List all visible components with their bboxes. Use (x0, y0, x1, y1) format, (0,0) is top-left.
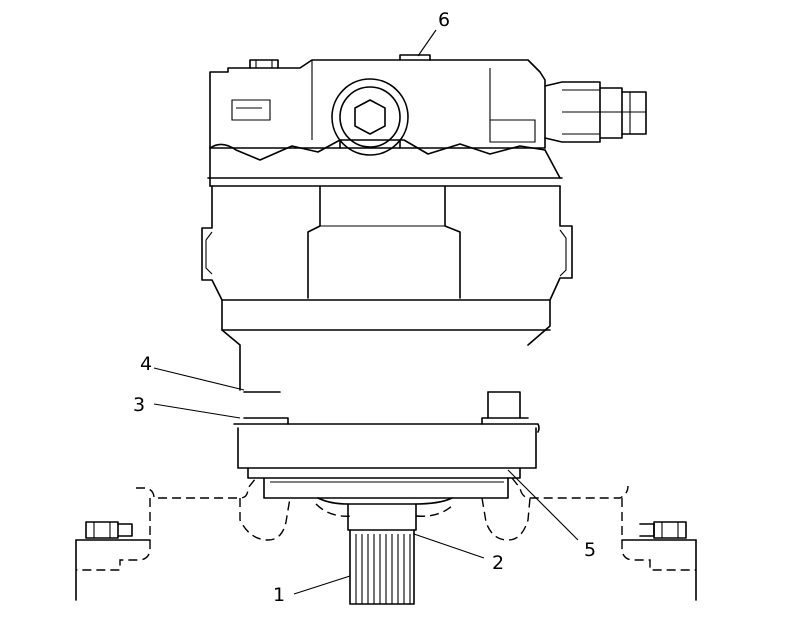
callout-5: 5 (584, 539, 596, 561)
hex-plug (331, 78, 409, 156)
output-shaft (349, 529, 415, 605)
leader-6 (417, 29, 437, 57)
right-mount-bolts (621, 521, 697, 601)
callout-3: 3 (133, 394, 145, 416)
body-flange (207, 147, 563, 187)
leader-4 (153, 367, 245, 391)
valve-block (209, 54, 546, 161)
side-fitting (544, 81, 647, 143)
leader-lines (153, 29, 579, 595)
callout-1: 1 (273, 584, 285, 606)
motor-body (201, 185, 573, 391)
shaft-housing (317, 497, 453, 531)
leader-1 (293, 575, 351, 595)
mounting-frame (76, 477, 696, 571)
leader-5 (507, 469, 579, 541)
lower-neck (233, 391, 540, 499)
leader-3 (153, 403, 241, 419)
leader-2 (413, 533, 485, 559)
callout-6: 6 (438, 9, 450, 31)
callout-4: 4 (140, 353, 152, 375)
callout-labels: 1 2 3 4 5 6 (133, 9, 596, 606)
callout-2: 2 (492, 552, 504, 574)
left-mount-bolts (75, 521, 151, 601)
